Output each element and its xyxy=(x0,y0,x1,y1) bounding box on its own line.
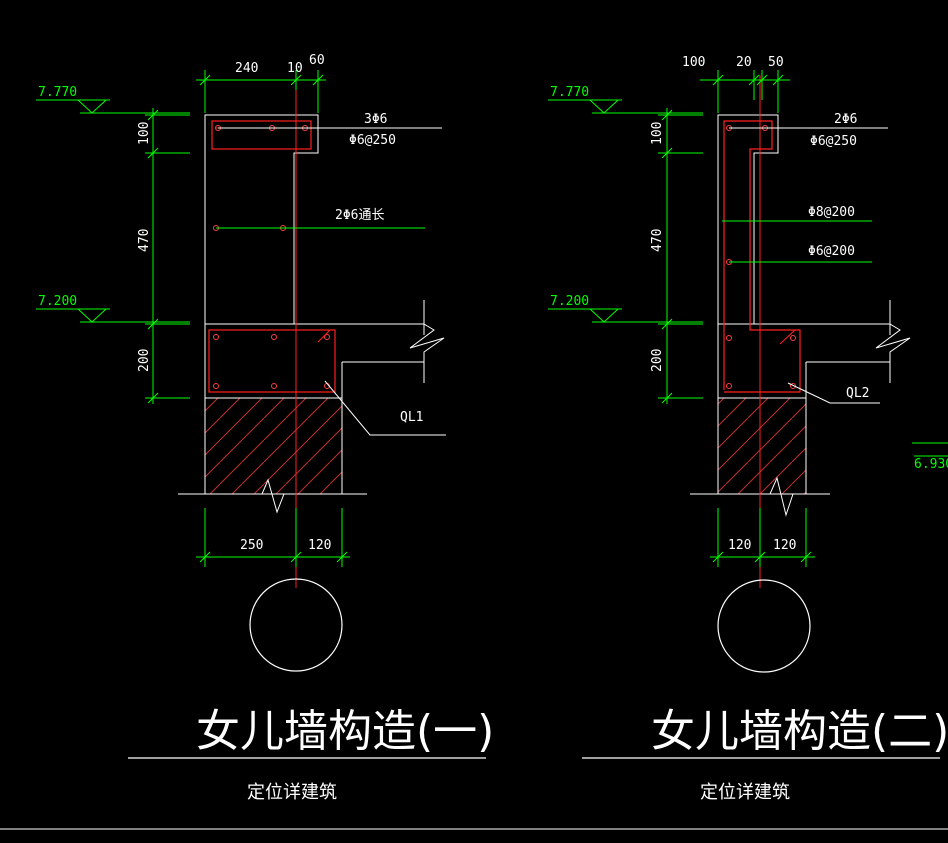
elevation-mid: 7.200 xyxy=(550,294,589,309)
dim-bottom-2: 120 xyxy=(308,538,331,553)
dim-top-1: 100 xyxy=(682,55,705,70)
rebar-dot xyxy=(726,335,732,341)
axis-bubble xyxy=(249,578,343,672)
beam-leader xyxy=(787,382,880,404)
rebar-label-mid2: Φ6@200 xyxy=(808,244,855,259)
masonry-wall-hatch xyxy=(717,397,807,495)
rebar-dot xyxy=(213,383,219,389)
top-stirrup-rebar xyxy=(211,120,312,150)
beam-leader xyxy=(324,380,446,436)
detail-subtitle: 定位详建筑 xyxy=(247,782,337,803)
dim-bottom-2: 120 xyxy=(773,538,796,553)
elevation-top: 7.770 xyxy=(38,85,77,100)
dim-top-3: 50 xyxy=(768,55,784,70)
rebar-label-mid: 2Φ6通长 xyxy=(335,208,384,223)
rebar-label-top2: Φ6@250 xyxy=(810,134,857,149)
beam-label: QL2 xyxy=(846,386,869,401)
rebar-dot xyxy=(790,335,796,341)
parapet-outline xyxy=(204,114,319,325)
dim-bottom-1: 120 xyxy=(728,538,751,553)
dim-left-3: 200 xyxy=(137,349,152,372)
dim-bottom-1: 250 xyxy=(240,538,263,553)
elevation-mid: 7.200 xyxy=(38,294,77,309)
rebar-label-top1: 3Φ6 xyxy=(364,112,387,127)
rebar-label-top2: Φ6@250 xyxy=(349,133,396,148)
rebar-dot xyxy=(271,334,277,340)
beam-outline xyxy=(204,323,425,399)
dim-left-2: 470 xyxy=(650,229,665,252)
detail-2: 100 20 50 120 120 2Φ6 Φ6@250 Φ8@200 Φ6@2… xyxy=(548,55,948,803)
bottom-break-line xyxy=(178,478,367,514)
detail-1: 240 10 60 250 120 3Φ6 Φ6@250 2Φ6通长 QL1 1… xyxy=(36,53,494,803)
detail-subtitle: 定位详建筑 xyxy=(700,782,790,803)
beam-stirrup-rebar xyxy=(208,329,336,393)
dim-left-2: 470 xyxy=(137,229,152,252)
elevation-top: 7.770 xyxy=(550,85,589,100)
parapet-outline xyxy=(717,114,779,325)
dim-top-1: 240 xyxy=(235,61,258,76)
dim-left-1: 100 xyxy=(650,122,665,145)
rebar-label-mid1: Φ8@200 xyxy=(808,205,855,220)
dim-top-2: 10 xyxy=(287,61,303,76)
axis-bubble xyxy=(717,579,811,673)
rebar-dot xyxy=(726,383,732,389)
detail-title: 女儿墙构造(二) xyxy=(651,706,948,757)
slab-break-symbol xyxy=(409,300,445,383)
dim-top-3: 60 xyxy=(309,53,325,68)
beam-label: QL1 xyxy=(400,410,423,425)
dim-left-3: 200 xyxy=(650,349,665,372)
elevation-right: 6.930 xyxy=(914,457,948,472)
bottom-break-line xyxy=(690,476,830,517)
rebar-dot xyxy=(790,383,796,389)
rebar-dot xyxy=(324,334,330,340)
slab-break-symbol xyxy=(875,300,911,383)
rebar-label-top1: 2Φ6 xyxy=(834,112,857,127)
masonry-wall-hatch xyxy=(204,397,343,495)
detail-title: 女儿墙构造(一) xyxy=(196,706,494,757)
dim-left-1: 100 xyxy=(137,122,152,145)
dim-top-2: 20 xyxy=(736,55,752,70)
rebar-dot xyxy=(271,383,277,389)
parapet-rebar xyxy=(723,120,801,393)
rebar-dot xyxy=(213,334,219,340)
